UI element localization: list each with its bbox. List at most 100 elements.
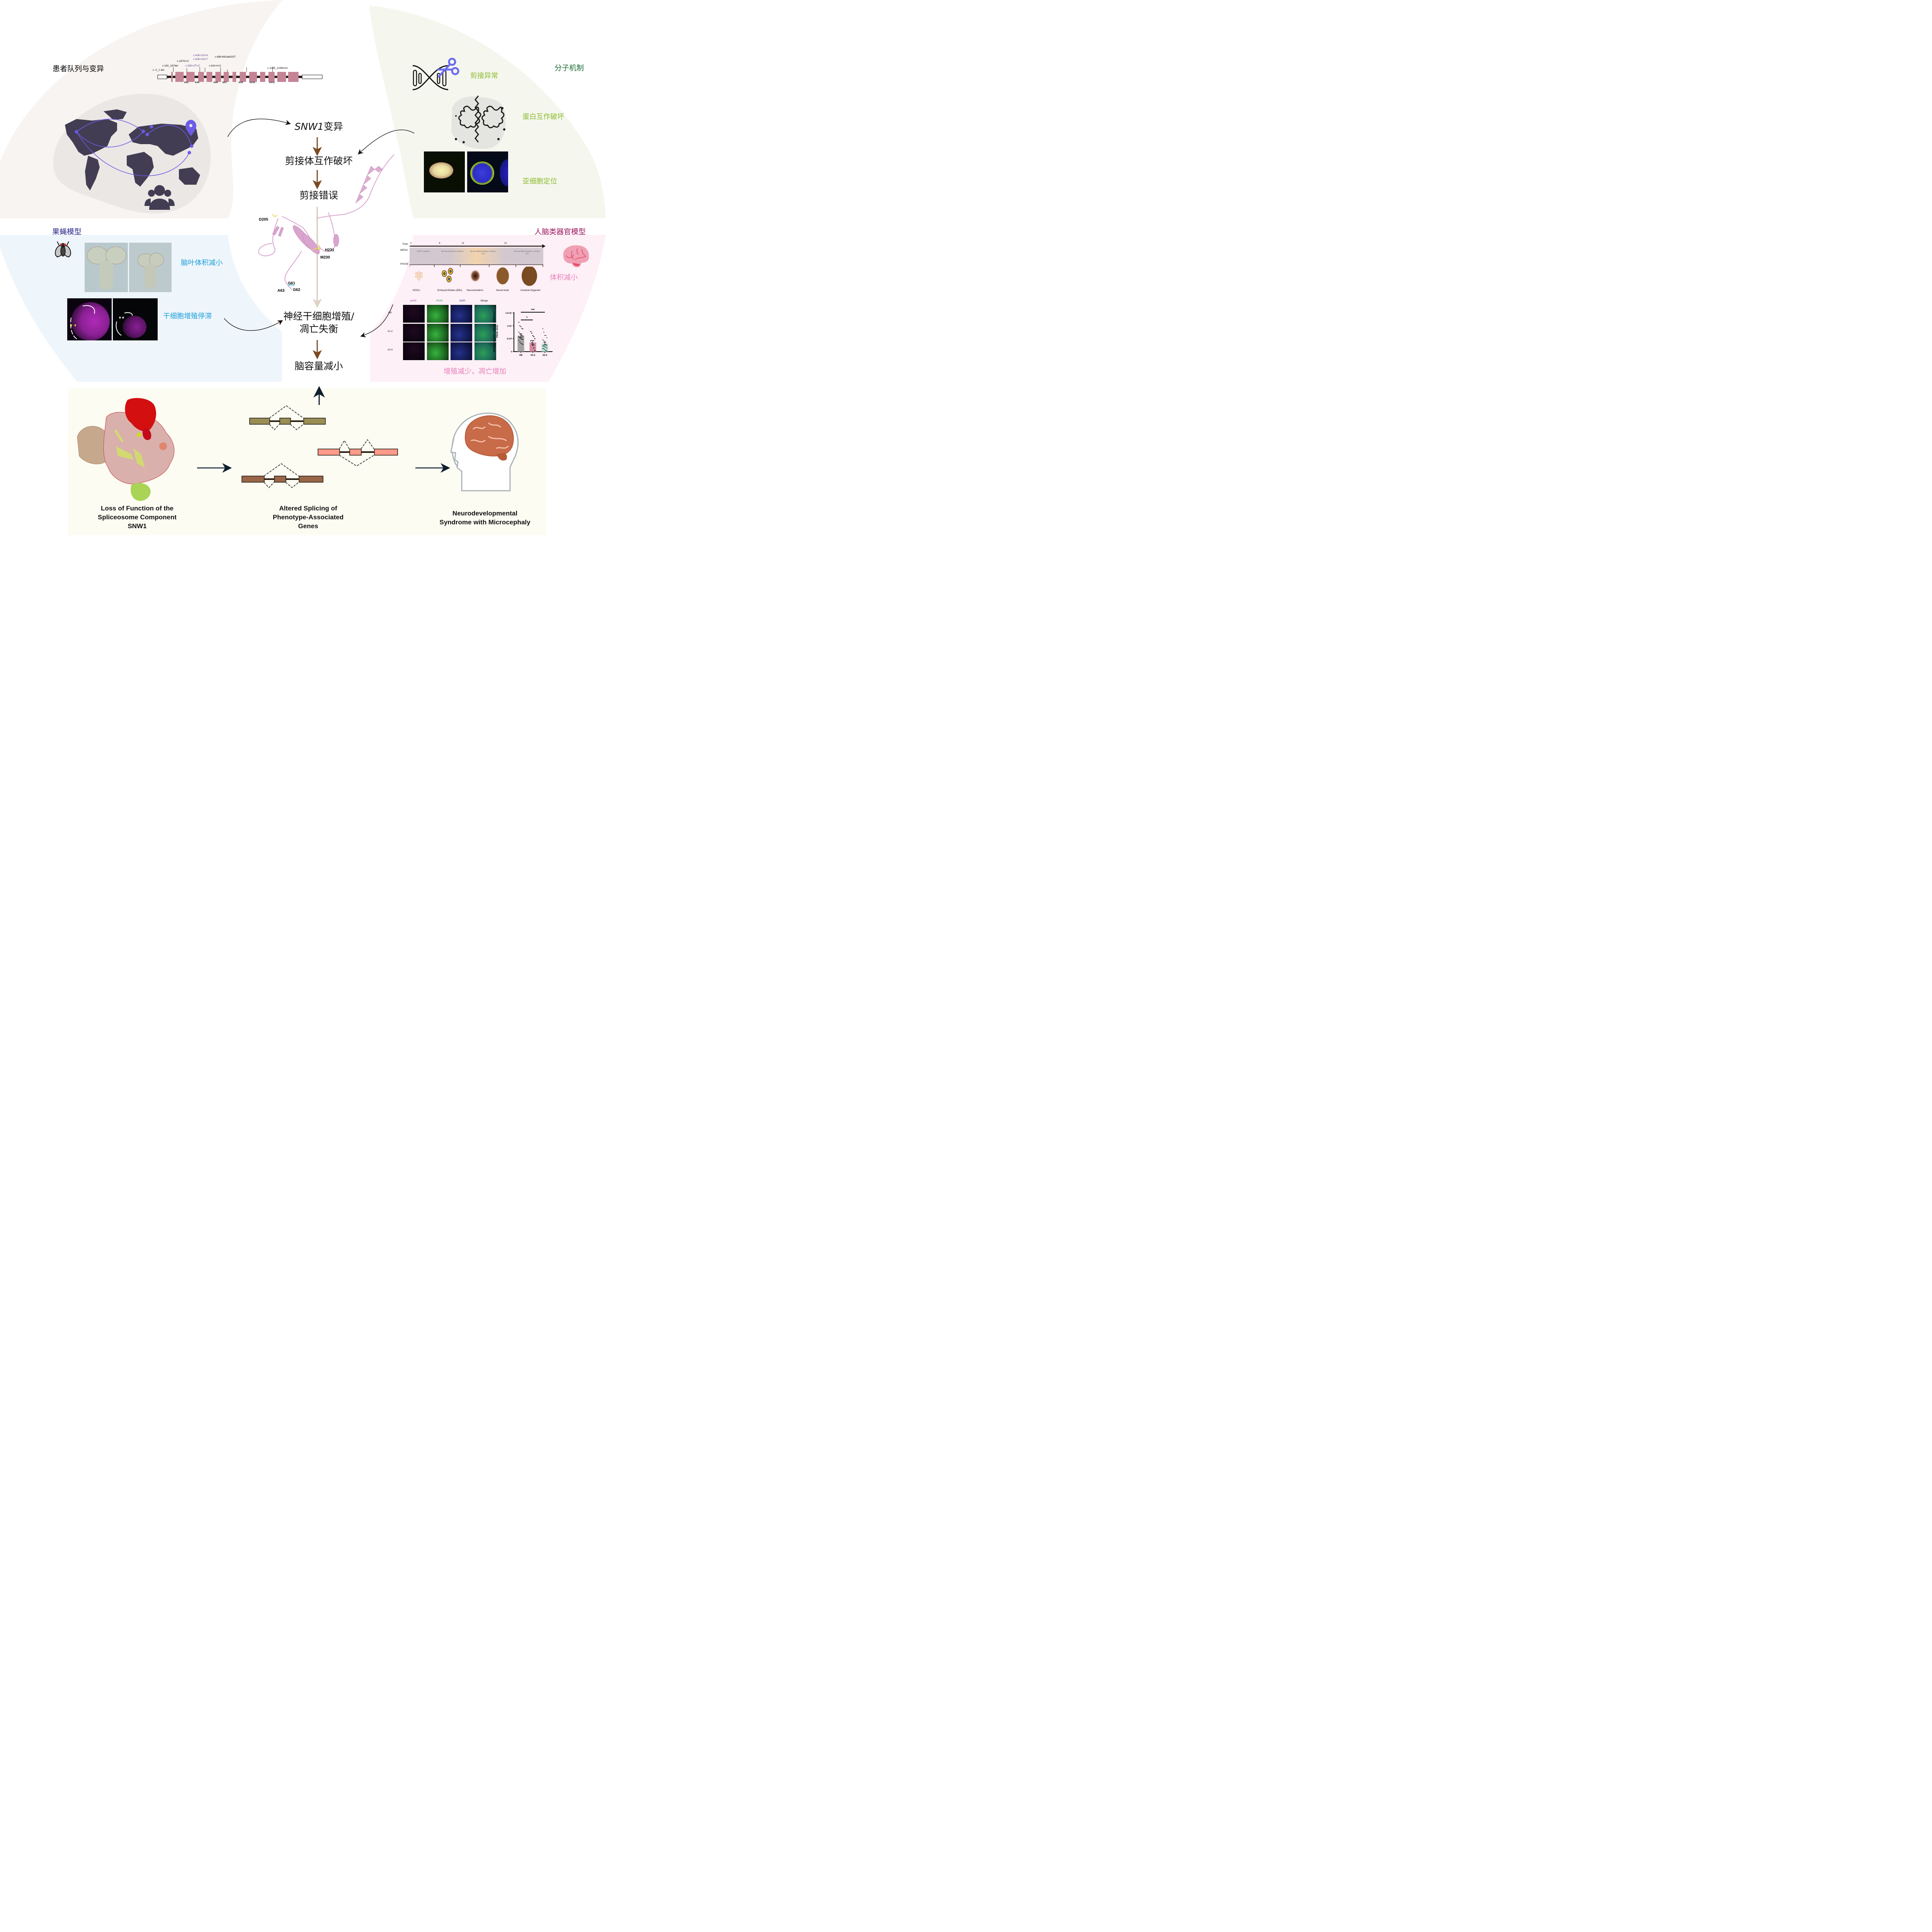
column-header: DAPI (459, 299, 466, 302)
data-point (545, 350, 546, 351)
neuroectoderm-icon (471, 270, 480, 282)
column-header: Merge (481, 299, 488, 302)
variant-label-splice: c.330+2T>C (185, 65, 200, 67)
variant-label: c.689-691delGGT (215, 56, 236, 58)
organoid-result-label: 增殖减少，凋亡增加 (444, 367, 506, 376)
data-point (546, 347, 548, 349)
patient-location-dots (75, 120, 196, 155)
residue-label: A63 (277, 289, 285, 293)
stain-image-pax6 (427, 305, 449, 323)
stain-image-pax6 (427, 323, 449, 342)
data-point (532, 345, 534, 346)
fruit-fly-icon (55, 241, 71, 258)
media-stage: Neural differentiation medium (-A) (514, 250, 540, 255)
exon-label: EX3 (184, 82, 189, 84)
arrow-patients-to-variant (227, 119, 291, 137)
exon (374, 449, 398, 456)
data-point (543, 345, 544, 347)
exon-group (171, 66, 299, 82)
spliceosome-red-subunit (125, 398, 156, 432)
stain-image-phh3 (403, 323, 425, 342)
stain-image-dapi (451, 323, 472, 342)
data-point (521, 338, 522, 340)
residue-label: D205 (259, 218, 268, 222)
utr-3 (302, 75, 323, 79)
chart-ylabel-wrap: Number of phH3+ cells per 100000 µm² PAX… (492, 309, 504, 355)
cerebral-organoid-icon (522, 267, 537, 286)
brain-icon (563, 245, 589, 267)
x-tick-label: #1-2 (531, 354, 536, 357)
data-point (544, 349, 546, 350)
data-point (545, 344, 546, 345)
row-label: H9 (388, 311, 392, 314)
arrow-organoid-to-imbalance (360, 304, 393, 338)
data-point (532, 335, 534, 336)
residue-label: G61 (288, 281, 295, 286)
south-america (85, 156, 100, 190)
day-tick: 0 (410, 242, 412, 245)
localization-image-wt (424, 151, 465, 192)
flow-step-imbalance-line2: 凋亡失衡 (299, 323, 338, 335)
localization-image-mut (467, 151, 508, 192)
significance-label: *** (531, 308, 535, 312)
caption-line: Altered Splicing of (279, 505, 337, 512)
data-point (542, 345, 544, 347)
world-map-illustration (53, 94, 211, 214)
data-point (542, 339, 544, 340)
variant-label: c.-2_1 del (153, 69, 164, 71)
data-point (522, 338, 524, 340)
data-point (521, 328, 522, 329)
gene-name: SNW1 (294, 121, 324, 132)
gene-structure-diagram (157, 66, 323, 82)
exon-label: EX12 (269, 82, 275, 84)
exon-label: EX6 (214, 82, 218, 84)
caption-line: Spliceosome Component (97, 513, 177, 521)
fly-model-title: 果蝇模型 (52, 228, 82, 236)
phase-illustrations (415, 267, 537, 286)
data-point (542, 328, 544, 329)
exon-box (175, 72, 184, 82)
exon-box (206, 72, 213, 82)
x-tick-label: H9 (519, 354, 522, 357)
data-point (543, 340, 544, 341)
stain-image-phh3 (403, 342, 425, 360)
fly-brain-image-control (85, 243, 128, 292)
spliceosome-illustration (77, 398, 175, 501)
data-point (543, 331, 544, 333)
day-tick: 11 (462, 242, 464, 245)
data-point (533, 336, 534, 337)
caption-line: SNW1 (128, 522, 147, 530)
exon (279, 418, 291, 425)
data-point (522, 344, 524, 345)
media-stage: hESC medium (417, 250, 430, 253)
bar-#1-2 (529, 342, 536, 352)
neural-buds-icon (497, 267, 509, 284)
data-point (522, 328, 524, 330)
day-tick: 21 (504, 242, 507, 245)
phase-name: Cerebral Organoid (520, 289, 540, 292)
variant-label-splice: c.426+1G>T (193, 58, 208, 61)
exon-label: EX7 (223, 82, 227, 84)
exon-label: EX9 (239, 82, 243, 84)
data-point (520, 338, 522, 339)
exon-box (277, 72, 286, 82)
data-point (520, 326, 522, 327)
data-point (544, 340, 546, 342)
fly-stem-cell-image-control (67, 298, 112, 340)
data-point (519, 325, 520, 327)
stem-cell-arrest-label: 干细胞增殖停滞 (163, 312, 212, 320)
data-point (520, 342, 522, 344)
data-point (534, 338, 536, 339)
x-tick-label: #2-4 (543, 354, 548, 357)
media-stage: Neural induction medium (441, 250, 464, 253)
stain-image-merge (474, 323, 496, 342)
variant-label: c.614 A>C (209, 65, 221, 67)
data-point (519, 337, 520, 338)
data-point (545, 335, 546, 336)
splice-variant-diagram (318, 439, 398, 467)
exon-label: EX10 (250, 82, 255, 84)
data-point (544, 335, 546, 336)
stain-image-dapi (451, 305, 472, 323)
flow-step-variant: SNW1变异 (249, 121, 388, 133)
